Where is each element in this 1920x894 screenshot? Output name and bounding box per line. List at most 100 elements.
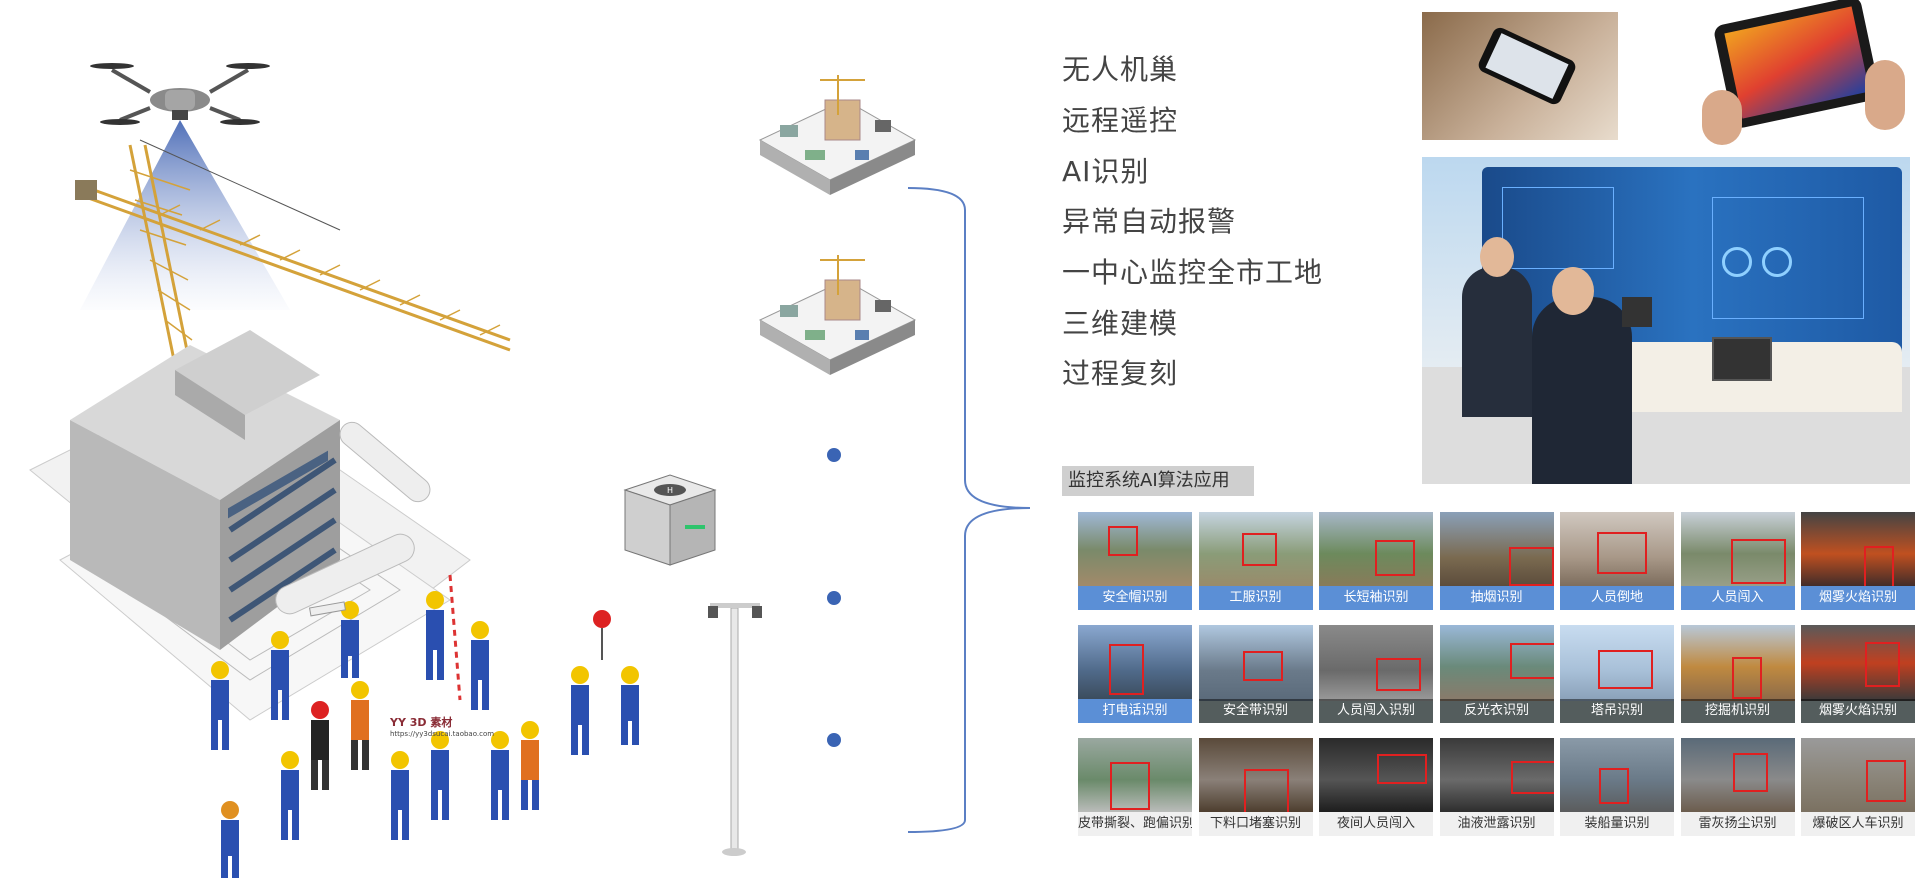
detection-box <box>1866 760 1906 802</box>
bullet-dot <box>827 733 841 747</box>
recognition-label: 油液泄露识别 <box>1439 812 1554 836</box>
recognition-tile: 长短袖识别 <box>1319 512 1433 610</box>
recognition-tile: 装船量识别 <box>1560 738 1674 836</box>
operator <box>1532 297 1632 484</box>
site-diagram-top <box>758 75 917 195</box>
feature-item: 远程遥控 <box>1062 104 1179 137</box>
recognition-photo <box>1801 625 1915 701</box>
recognition-tile: 人员倒地 <box>1560 512 1674 610</box>
ai-recognition-grid: 安全帽识别工服识别长短袖识别抽烟识别人员倒地人员闯入烟雾火焰识别打电话识别安全带… <box>1078 512 1915 847</box>
recognition-tile: 夜间人员闯入 <box>1319 738 1433 836</box>
section-label: 监控系统AI算法应用 <box>1062 466 1254 496</box>
recognition-label: 装船量识别 <box>1560 812 1674 836</box>
detection-box <box>1376 658 1421 691</box>
recognition-photo <box>1078 625 1192 701</box>
site-diagram-bottom <box>758 255 917 375</box>
detection-box <box>1510 761 1554 794</box>
recognition-photo <box>1560 738 1674 814</box>
smartphone-icon <box>1476 25 1578 107</box>
bullet-dot <box>827 448 841 462</box>
drone-nest-icon: H <box>623 474 717 566</box>
recognition-label: 下料口堵塞识别 <box>1198 812 1313 836</box>
recognition-label: 人员闯入识别 <box>1319 699 1433 723</box>
detection-box <box>1242 651 1283 681</box>
recognition-tile: 下料口堵塞识别 <box>1198 738 1313 836</box>
detection-box <box>1732 753 1768 792</box>
worker-icon <box>211 661 229 750</box>
recognition-tile: 爆破区人车识别 <box>1801 738 1915 836</box>
feature-item: 无人机巢 <box>1062 53 1179 86</box>
recognition-label: 反光衣识别 <box>1439 699 1554 723</box>
bullet-dot <box>827 591 841 605</box>
feature-item: 一中心监控全市工地 <box>1062 256 1324 289</box>
recognition-label: 长短袖识别 <box>1319 586 1433 610</box>
recognition-label: 挖掘机识别 <box>1680 699 1795 723</box>
recognition-label: 打电话识别 <box>1078 699 1192 723</box>
recognition-label: 人员倒地 <box>1560 586 1674 610</box>
recognition-photo <box>1198 625 1313 701</box>
recognition-tile: 打电话识别 <box>1078 625 1192 723</box>
tablet-photo <box>1700 0 1910 150</box>
recognition-label: 工服识别 <box>1198 586 1313 610</box>
recognition-tile: 抽烟识别 <box>1439 512 1554 610</box>
recognition-photo <box>1078 512 1192 588</box>
recognition-label: 塔吊识别 <box>1560 699 1674 723</box>
recognition-label: 烟雾火焰识别 <box>1801 586 1915 610</box>
recognition-tile: 烟雾火焰识别 <box>1801 625 1915 723</box>
recognition-photo <box>1439 625 1554 701</box>
phone-photo <box>1422 12 1618 140</box>
detection-box <box>1377 754 1427 784</box>
recognition-label: 皮带撕裂、跑偏识别 <box>1078 812 1192 836</box>
detection-box <box>1599 768 1629 804</box>
recognition-tile: 安全帽识别 <box>1078 512 1192 610</box>
detection-box <box>1730 539 1786 584</box>
recognition-label: 爆破区人车识别 <box>1801 812 1915 836</box>
recognition-photo <box>1198 512 1313 588</box>
recognition-photo <box>1198 738 1313 814</box>
recognition-tile: 反光衣识别 <box>1439 625 1554 723</box>
watermark-url: https://yy3dsucai.taobao.com <box>390 730 495 738</box>
drone-icon <box>90 63 270 125</box>
recognition-label: 人员闯入 <box>1680 586 1795 610</box>
recognition-label: 抽烟识别 <box>1439 586 1554 610</box>
camera-pole-icon <box>708 603 762 856</box>
recognition-tile: 皮带撕裂、跑偏识别 <box>1078 738 1192 836</box>
recognition-tile: 塔吊识别 <box>1560 625 1674 723</box>
detection-box <box>1110 762 1150 810</box>
recognition-tile: 安全带识别 <box>1198 625 1313 723</box>
recognition-label: 烟雾火焰识别 <box>1801 699 1915 723</box>
recognition-photo <box>1801 512 1915 588</box>
recognition-label: 安全帽识别 <box>1078 586 1192 610</box>
recognition-photo <box>1439 512 1554 588</box>
recognition-photo <box>1560 512 1674 588</box>
detection-box <box>1509 643 1554 679</box>
detection-box <box>1508 547 1554 586</box>
detection-box <box>1241 533 1277 566</box>
detection-box <box>1597 532 1647 574</box>
recognition-photo <box>1680 512 1795 588</box>
svg-text:H: H <box>667 486 673 495</box>
detection-box <box>1598 650 1653 689</box>
detection-box <box>1108 526 1138 556</box>
feature-item: AI识别 <box>1062 155 1150 188</box>
recognition-label: 安全带识别 <box>1198 699 1313 723</box>
recognition-photo <box>1078 738 1192 814</box>
feature-item: 异常自动报警 <box>1062 205 1237 238</box>
recognition-photo <box>1439 738 1554 814</box>
feature-item: 三维建模 <box>1062 307 1179 340</box>
detection-box <box>1109 644 1144 695</box>
detection-box <box>1865 642 1900 687</box>
recognition-photo <box>1680 738 1795 814</box>
recognition-tile: 挖掘机识别 <box>1680 625 1795 723</box>
recognition-tile: 雷灰扬尘识别 <box>1680 738 1795 836</box>
recognition-tile: 烟雾火焰识别 <box>1801 512 1915 610</box>
bracket <box>907 187 1031 833</box>
operator <box>1462 267 1532 417</box>
construction-site-illustration <box>29 63 611 721</box>
recognition-tile: 人员闯入 <box>1680 512 1795 610</box>
detection-box <box>1375 540 1415 576</box>
recognition-label: 雷灰扬尘识别 <box>1680 812 1795 836</box>
watermark-title: YY 3D 素材 <box>390 716 453 729</box>
control-room-photo <box>1422 157 1910 484</box>
workers-group <box>200 580 720 880</box>
